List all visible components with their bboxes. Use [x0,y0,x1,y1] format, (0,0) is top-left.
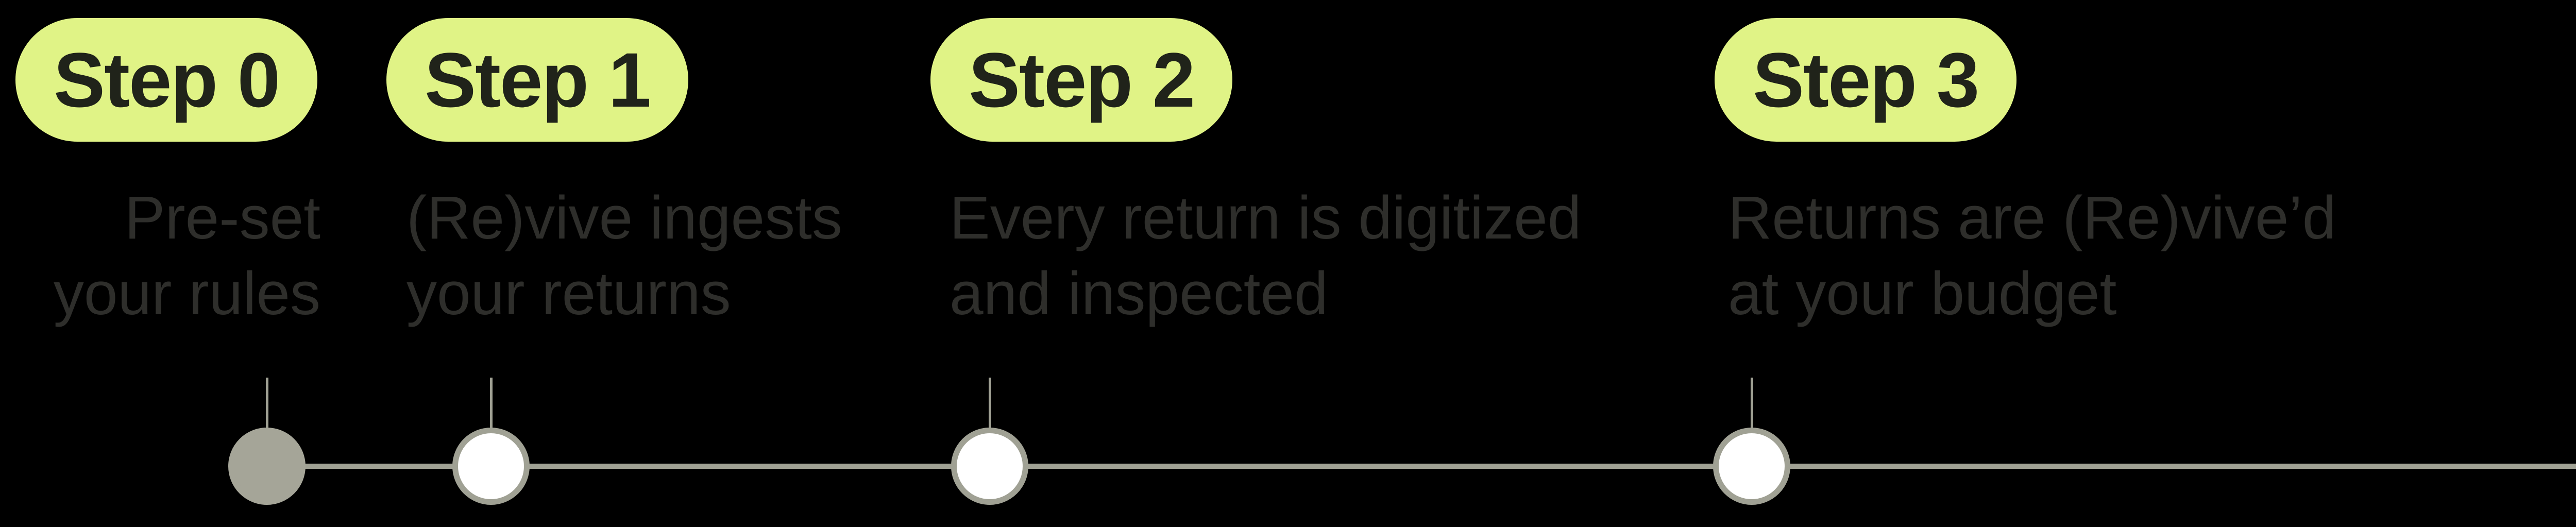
step-tick-1 [490,378,493,429]
step-description-2: Every return is digitized and inspected [950,180,1581,332]
timeline-node [452,428,530,505]
step-tick-3 [1751,378,1753,429]
step-description-line: Every return is digitized [950,184,1582,252]
timeline-node [951,428,1028,505]
step-description-line: Returns are (Re)vive’d [1728,184,2336,252]
step-badge-1: Step 1 [386,18,689,142]
timeline-line [267,464,2576,469]
step-description-line: and inspected [950,260,1328,328]
step-tick-2 [989,378,991,429]
step-description-line: your returns [406,260,731,328]
step-description-3: Returns are (Re)vive’d at your budget [1728,180,2336,332]
step-description-1: (Re)vive ingests your returns [406,180,842,332]
step-description-line: Pre-set [124,184,320,252]
step-badge-0: Step 0 [15,18,318,142]
step-description-line: at your budget [1728,260,2117,328]
step-description-line: (Re)vive ingests [406,184,842,252]
timeline-node [1713,428,1790,505]
step-description-line: your rules [53,260,320,328]
step-description-0: Pre-set your rules [54,180,320,332]
step-tick-0 [266,378,268,429]
step-badge-2: Step 2 [930,18,1233,142]
timeline-node-completed [228,428,306,505]
step-badge-3: Step 3 [1715,18,2017,142]
